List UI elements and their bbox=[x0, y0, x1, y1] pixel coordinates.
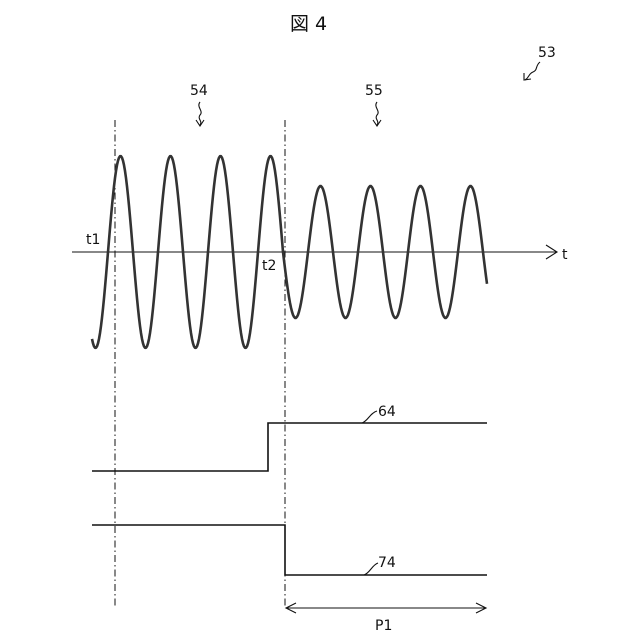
ref-55-label: 55 bbox=[365, 83, 383, 99]
ref-53-label: 53 bbox=[538, 45, 556, 61]
ref-55-leader bbox=[376, 102, 378, 125]
signal-64-trace bbox=[92, 423, 487, 471]
t1-label: t1 bbox=[86, 232, 100, 248]
figure-title: 図 4 bbox=[290, 13, 327, 35]
period-p1-label: P1 bbox=[375, 618, 392, 634]
ref-54-leader bbox=[199, 102, 201, 125]
ref-64-label: 64 bbox=[378, 404, 396, 420]
time-axis-label: t bbox=[562, 247, 568, 263]
t2-label: t2 bbox=[262, 258, 276, 274]
ref-74-leader bbox=[364, 563, 378, 575]
ref-53-leader bbox=[525, 62, 540, 80]
ref-74-label: 74 bbox=[378, 555, 396, 571]
ref-54-label: 54 bbox=[190, 83, 208, 99]
ref-64-leader bbox=[362, 411, 377, 423]
signal-74-trace bbox=[92, 525, 487, 575]
